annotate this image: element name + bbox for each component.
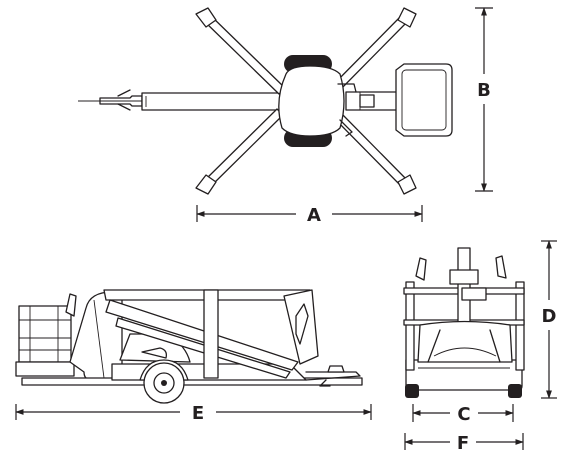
- label-b: B: [477, 80, 491, 101]
- label-c: C: [457, 404, 470, 425]
- top-drawbar: [78, 89, 281, 111]
- dimension-c: C: [412, 404, 514, 425]
- front-wheel-right: [508, 384, 522, 398]
- side-basket: [15, 293, 77, 377]
- label-d: D: [542, 306, 557, 327]
- side-boom: [103, 289, 319, 379]
- front-view: [403, 247, 525, 398]
- dimension-d: D: [541, 240, 557, 399]
- dimension-f: F: [404, 433, 524, 454]
- front-wheel-left: [405, 384, 419, 398]
- top-platform: [395, 63, 453, 137]
- side-hitch: [305, 365, 361, 387]
- top-boom: [337, 83, 405, 137]
- side-view: [15, 289, 363, 404]
- label-f: F: [457, 433, 469, 454]
- dimension-b: B: [475, 7, 493, 192]
- side-wheel: [139, 359, 189, 404]
- label-e: E: [192, 403, 204, 424]
- label-a: A: [307, 205, 321, 226]
- dimension-e: E: [15, 403, 372, 424]
- side-jib: [69, 291, 123, 381]
- top-turntable: [278, 65, 345, 137]
- top-view: [78, 7, 453, 195]
- dimension-a: A: [196, 205, 423, 226]
